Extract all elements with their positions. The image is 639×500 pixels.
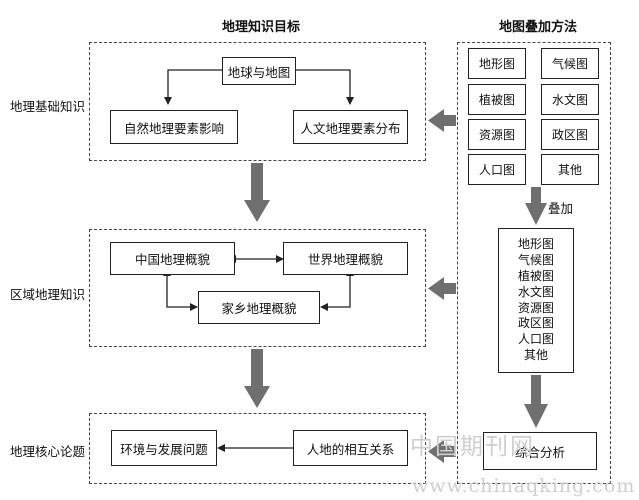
stack-item: 植被图 xyxy=(517,268,554,283)
map-box-hydrology: 水文图 xyxy=(541,84,599,115)
map-box-vegetation: 植被图 xyxy=(468,84,526,115)
earth-and-maps-box: 地球与地图 xyxy=(222,57,296,85)
physical-elements-box: 自然地理要素影响 xyxy=(110,110,238,144)
stack-item: 政区图 xyxy=(517,316,554,331)
world-geography-box: 世界地理概貌 xyxy=(283,242,408,275)
right-column-title: 地图叠加方法 xyxy=(499,20,578,35)
map-box-population: 人口图 xyxy=(468,154,526,185)
overlay-method-section xyxy=(457,42,611,484)
down-arrow-basic-to-regional xyxy=(244,163,270,222)
stack-item: 人口图 xyxy=(517,332,554,347)
down-arrow-regional-to-core xyxy=(244,349,270,408)
regional-connectors xyxy=(163,255,354,311)
overlay-label: 叠加 xyxy=(548,201,574,216)
environment-development-box: 环境与发展问题 xyxy=(111,430,217,466)
human-land-relation-box: 人地的相互关系 xyxy=(293,430,408,466)
watermark-cn: 中国期刊网 xyxy=(410,434,535,460)
map-box-climate: 气候图 xyxy=(541,48,599,79)
stack-item: 水文图 xyxy=(517,284,554,299)
left-arrow-to-basic xyxy=(428,109,456,132)
human-elements-box: 人文地理要素分布 xyxy=(293,110,408,144)
row-label-basic: 地理基础知识 xyxy=(10,99,86,114)
down-arrow-stack-to-analysis xyxy=(524,375,548,428)
overlay-stack-box: 地形图 气候图 植被图 水文图 资源图 政区图 人口图 其他 xyxy=(498,228,574,373)
basic-connectors xyxy=(164,69,354,105)
hometown-geography-box: 家乡地理概貌 xyxy=(198,291,320,324)
regional-knowledge-section xyxy=(89,229,426,347)
basic-knowledge-section xyxy=(89,42,426,161)
left-arrow-to-core xyxy=(428,440,456,463)
map-box-political: 政区图 xyxy=(541,119,599,150)
row-label-core: 地理核心论题 xyxy=(10,444,86,459)
left-arrow-to-regional xyxy=(428,277,456,300)
watermark-url: www.chinaqking.com xyxy=(412,475,636,497)
row-label-regional: 区域地理知识 xyxy=(10,287,86,302)
comprehensive-analysis-box: 综合分析 xyxy=(483,432,597,470)
stack-item: 气候图 xyxy=(517,253,554,268)
stack-item: 地形图 xyxy=(517,237,554,252)
stack-item: 资源图 xyxy=(517,300,554,315)
down-arrow-maps-to-stack xyxy=(525,187,547,225)
left-column-title: 地理知识目标 xyxy=(222,20,301,35)
map-box-resources: 资源图 xyxy=(468,119,526,150)
map-box-terrain: 地形图 xyxy=(468,48,526,79)
stack-item: 其他 xyxy=(523,347,548,362)
map-box-other: 其他 xyxy=(541,154,599,185)
china-geography-box: 中国地理概貌 xyxy=(110,242,235,275)
core-topics-section xyxy=(89,413,426,484)
